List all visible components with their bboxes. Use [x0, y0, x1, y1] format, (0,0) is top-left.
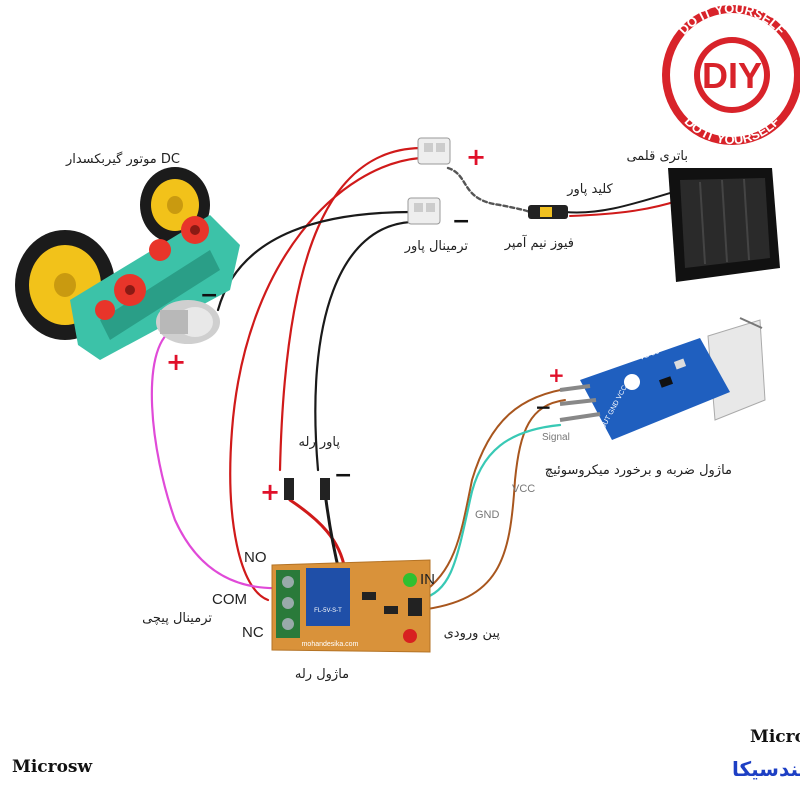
wire-black-terminal-to-motor [216, 210, 414, 312]
wires [150, 146, 681, 632]
input-pin-label: پین ورودی [444, 626, 501, 641]
wire-teal-signal [418, 423, 562, 602]
wire-brown-vcc [419, 387, 573, 596]
relay-module: FL-5V-S-T mohandesika.com NO COM NC IN ت… [142, 549, 500, 682]
motor-minus: − [200, 283, 218, 308]
relay-module-label: ماژول رله [295, 667, 349, 682]
pcb-brand-text: mohandesika.com [302, 641, 359, 648]
relay-power-plus: + [260, 478, 280, 506]
wire-battery-red [569, 199, 681, 217]
relay-model-text: FL-5V-S-T [314, 608, 342, 614]
microswitch-label: ماژول ضربه و برخورد میکروسوئیچ [545, 463, 732, 478]
relay-nc-label: NC [242, 624, 264, 641]
power-key: کلید پاور فیوز نیم آمپر [504, 182, 614, 251]
battery-label: باتری قلمی [626, 149, 688, 164]
gnd-label: GND [475, 509, 500, 521]
fuse-label: فیوز نیم آمپر [504, 234, 574, 251]
sensor-minus: − [535, 395, 552, 419]
motor-label: موتور گیربکسدار DC [65, 151, 180, 167]
power-terminal: + − ترمینال پاور [404, 137, 486, 254]
vcc-label: VCC [512, 483, 535, 495]
caption-subtitle-overlap: Microsw [12, 757, 92, 777]
sensor-plus: + [548, 363, 565, 387]
wire-key-to-battery [564, 189, 681, 214]
power-key-label: کلید پاور [566, 182, 613, 197]
wire-red-power-to-relay [278, 146, 422, 472]
microswitch-module: VL-99 OUT GND VCC + − Signal ماژول ضربه … [475, 317, 766, 521]
caption: پروژه (۴۲) کنترل موتور گیربکس چرخدار با … [12, 726, 800, 782]
battery-holder: باتری قلمی [626, 149, 780, 282]
wire-black-terminal-to-relay [314, 220, 414, 472]
terminal-block-top [417, 137, 451, 165]
terminal-block-bottom [407, 197, 441, 225]
power-terminal-plus: + [466, 143, 486, 171]
caption-title: پروژه (۴۲) کنترل موتور گیربکس چرخدار با … [750, 726, 800, 747]
power-terminal-minus: − [452, 209, 470, 234]
caption-subtitle: کیت جامع پروژه های الکترونیک دانش آموزی … [732, 756, 800, 782]
signal-label: Signal [542, 432, 570, 443]
relay-power-connectors: پاور رله + − [260, 435, 352, 506]
dc-gear-motor: موتور گیربکسدار DC [15, 151, 240, 360]
wire-twisted-to-key [446, 166, 532, 214]
screw-terminal-label: ترمینال پیچی [142, 611, 212, 626]
wire-red-terminal-to-nc [229, 156, 422, 602]
diy-badge: DIY DO IT YOURSELF DO IT YOURSELF [662, 1, 800, 147]
power-terminal-label: ترمینال پاور [404, 239, 469, 254]
relay-power-label: پاور رله [299, 435, 341, 450]
wire-brown-gnd [419, 399, 566, 611]
badge-center-text: DIY [702, 55, 762, 96]
wire-magenta-motor-to-com [150, 328, 284, 590]
relay-in-label: IN [420, 571, 435, 588]
relay-com-label: COM [212, 591, 247, 608]
relay-power-minus: − [334, 463, 352, 488]
motor-plus: + [166, 348, 186, 376]
relay-no-label: NO [244, 549, 267, 566]
